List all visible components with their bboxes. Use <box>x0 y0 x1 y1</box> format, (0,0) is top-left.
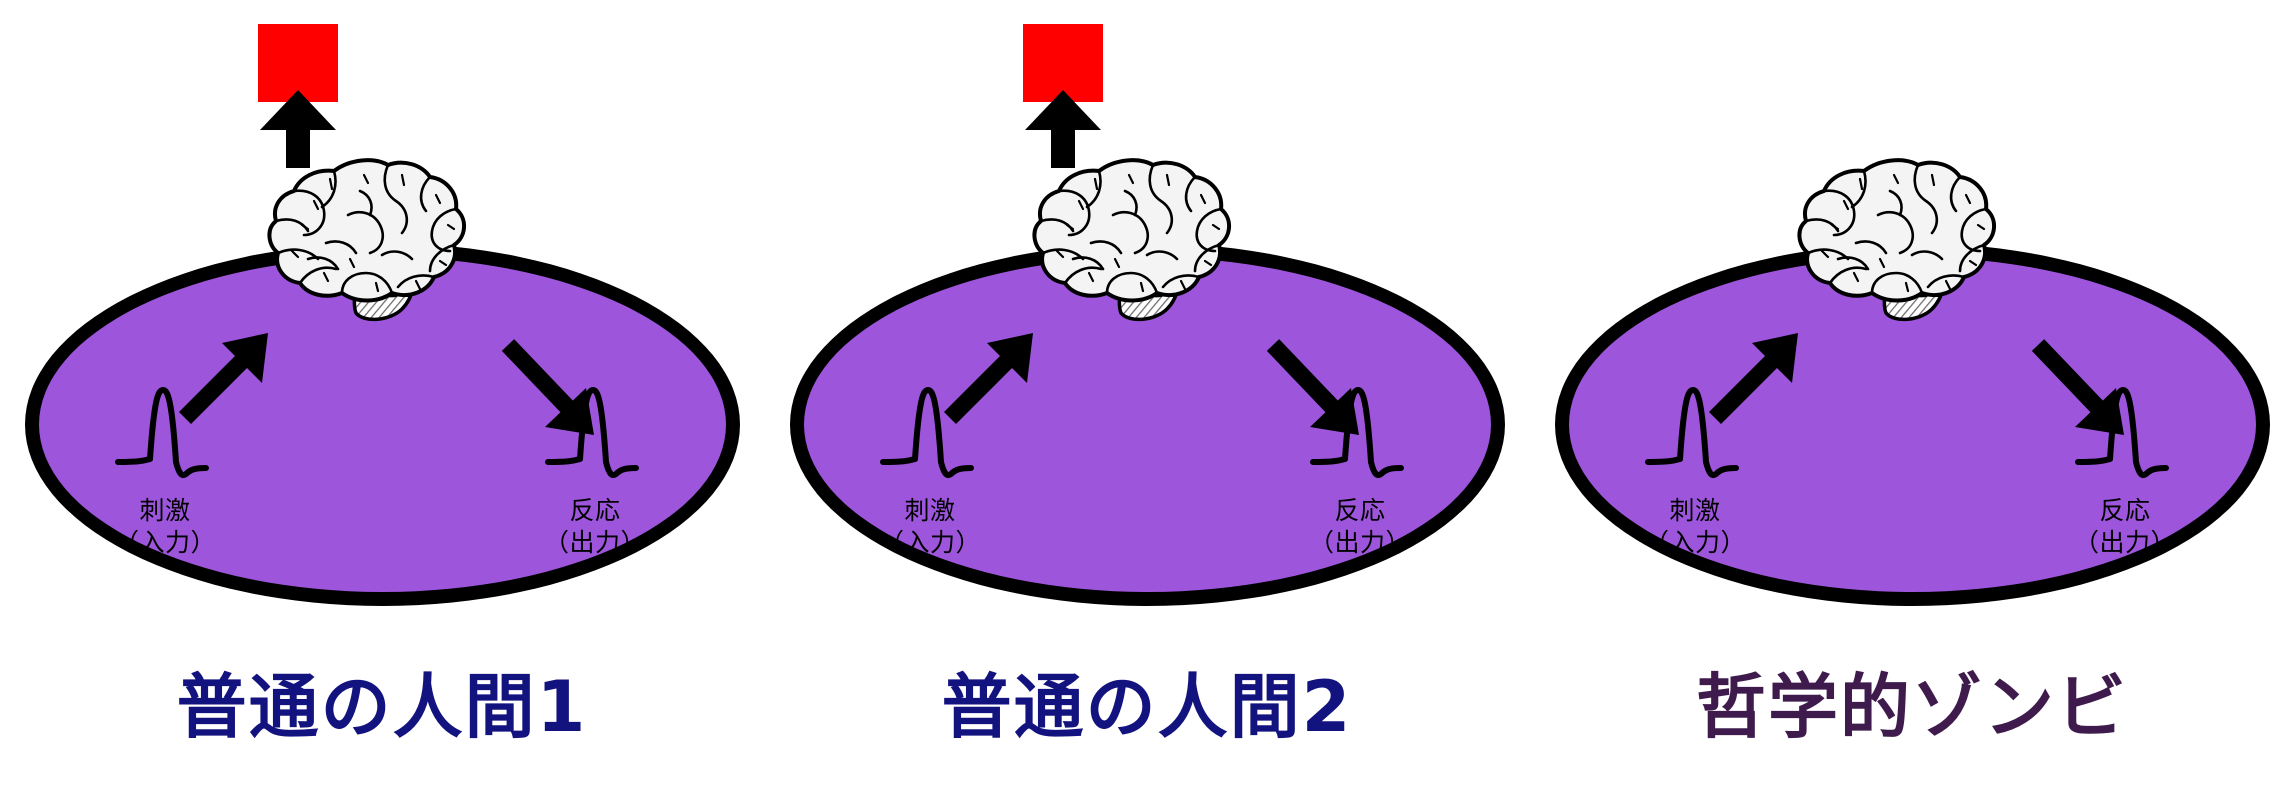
response-label-line1: 反応 <box>2099 496 2151 525</box>
stimulus-label: 刺激 （入力） <box>90 495 240 559</box>
panel-philosophical-zombie: 刺激 （入力） 反応 （出力） 哲学的ゾンビ <box>1530 0 2294 800</box>
response-label: 反応 （出力） <box>1285 495 1435 559</box>
panel-caption: 哲学的ゾンビ <box>1696 666 2128 748</box>
stimulus-label-line2: （入力） <box>1643 528 1746 557</box>
response-label-line2: （出力） <box>543 528 646 557</box>
qualia-red-square-icon <box>258 24 338 102</box>
qualia-up-arrow-icon <box>260 90 336 168</box>
response-label-line2: （出力） <box>1308 528 1411 557</box>
stimulus-label-line2: （入力） <box>113 528 216 557</box>
panel-normal-human-1: 刺激 （入力） 反応 （出力） 普通の人間1 <box>0 0 764 800</box>
response-label: 反応 （出力） <box>2050 495 2200 559</box>
brain-icon <box>1797 158 1996 322</box>
qualia-red-square-icon <box>1023 24 1103 102</box>
stimulus-label: 刺激 （入力） <box>855 495 1005 559</box>
stimulus-label-line1: 刺激 <box>904 496 956 525</box>
response-label-line1: 反応 <box>569 496 621 525</box>
panel-caption: 普通の人間1 <box>176 666 588 748</box>
stimulus-label-line1: 刺激 <box>139 496 191 525</box>
response-label-line1: 反応 <box>1334 496 1386 525</box>
brain-icon <box>1032 158 1231 322</box>
response-label: 反応 （出力） <box>520 495 670 559</box>
stimulus-label: 刺激 （入力） <box>1620 495 1770 559</box>
qualia-up-arrow-icon <box>1025 90 1101 168</box>
stimulus-label-line1: 刺激 <box>1669 496 1721 525</box>
panel-normal-human-2: 刺激 （入力） 反応 （出力） 普通の人間2 <box>765 0 1529 800</box>
response-label-line2: （出力） <box>2073 528 2176 557</box>
panel-caption: 普通の人間2 <box>941 666 1353 748</box>
stimulus-label-line2: （入力） <box>878 528 981 557</box>
brain-icon <box>267 158 466 322</box>
